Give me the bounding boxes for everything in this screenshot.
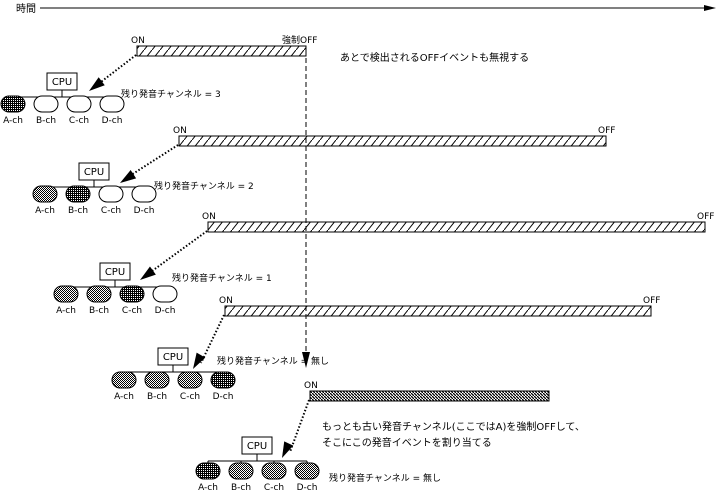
channel-label: B-ch — [147, 392, 167, 402]
note-event-bar — [309, 390, 550, 402]
channel-b-ch — [33, 95, 59, 113]
channel-c-ch — [66, 95, 92, 113]
note-ignore-off: あとで検出されるOFFイベントも無視する — [340, 51, 529, 64]
channel-label: A-ch — [3, 116, 23, 126]
note-on-label: ON — [131, 36, 145, 46]
time-axis: 時間 — [16, 3, 716, 15]
cpu-label: CPU — [247, 441, 267, 452]
note-on-label: ON — [219, 296, 233, 306]
channel-c-ch — [119, 285, 145, 303]
note-off-label: OFF — [697, 212, 714, 222]
channel-label: D-ch — [102, 116, 123, 126]
note-event-bar — [136, 45, 307, 57]
note-event-bar — [224, 305, 652, 317]
allocation-arrow-line — [127, 144, 179, 178]
channel-label: B-ch — [89, 306, 109, 316]
remaining-channels-text: 残り発音チャンネル = 無し — [217, 355, 329, 367]
channel-d-ch — [152, 285, 178, 303]
channel-label: C-ch — [122, 306, 142, 316]
channel-label: D-ch — [297, 483, 318, 493]
allocation-arrowhead-icon — [120, 170, 137, 183]
allocation-arrow-line — [147, 230, 208, 275]
allocation-arrowhead-icon — [140, 266, 156, 280]
channel-b-ch — [86, 285, 112, 303]
cpu-label: CPU — [52, 77, 72, 88]
time-axis-arrowhead-icon — [704, 5, 716, 11]
channel-b-ch — [65, 185, 91, 203]
note-off-label: OFF — [598, 126, 615, 136]
cpu-label: CPU — [84, 167, 104, 178]
channel-b-ch — [144, 371, 170, 389]
allocation-arrow-line — [289, 399, 310, 453]
channel-c-ch — [98, 185, 124, 203]
note-off-label: OFF — [643, 296, 660, 306]
time-axis-label: 時間 — [16, 3, 36, 15]
channel-label: C-ch — [180, 392, 200, 402]
channel-a-ch — [53, 285, 79, 303]
channel-label: B-ch — [231, 483, 251, 493]
note-event-bar — [178, 135, 607, 147]
allocation-arrow-line — [96, 54, 137, 86]
stage-1: ON 強制OFF CPU A-ch B-ch C-ch D-ch 残り発音チャンネル = 3 — [0, 34, 317, 126]
remaining-channels-text: 残り発音チャンネル = 2 — [154, 180, 254, 192]
channel-d-ch — [294, 462, 320, 480]
channel-label: A-ch — [114, 392, 134, 402]
allocation-arrowhead-icon — [193, 352, 206, 369]
channel-d-ch — [131, 185, 157, 203]
channel-a-ch — [32, 185, 58, 203]
channel-label: C-ch — [264, 483, 284, 493]
channel-label: A-ch — [56, 306, 76, 316]
channel-d-ch — [99, 95, 125, 113]
channel-b-ch — [228, 462, 254, 480]
note-on-label: ON — [173, 126, 187, 136]
note-event-bar — [207, 221, 706, 233]
channel-label: D-ch — [155, 306, 176, 316]
forced-off-arrowhead-icon — [302, 352, 310, 368]
allocation-arrowhead-icon — [282, 441, 294, 458]
remaining-channels-text: 残り発音チャンネル = 無し — [329, 472, 441, 484]
note-steal-line2: そこにこの発音イベントを割り当てる — [322, 436, 492, 449]
stage-2: ON OFF CPU A-ch B-ch C-ch D-ch 残り発音チャンネル = 2 — [32, 126, 615, 216]
allocation-arrowhead-icon — [89, 77, 105, 91]
cpu-label: CPU — [163, 352, 183, 363]
channel-c-ch — [177, 371, 203, 389]
channel-label: C-ch — [69, 116, 89, 126]
remaining-channels-text: 残り発音チャンネル = 3 — [121, 88, 221, 100]
channel-d-ch — [210, 371, 236, 389]
channel-label: B-ch — [68, 206, 88, 216]
channel-label: D-ch — [213, 392, 234, 402]
channel-label: C-ch — [101, 206, 121, 216]
cpu-label: CPU — [105, 267, 125, 278]
channel-label: A-ch — [35, 206, 55, 216]
stage-5: ON CPU A-ch B-ch C-ch D-ch 残り発音チャンネル = 無し — [195, 381, 550, 493]
remaining-channels-text: 残り発音チャンネル = 1 — [172, 272, 272, 284]
channel-c-ch — [261, 462, 287, 480]
channel-a-ch — [0, 95, 26, 113]
channel-label: A-ch — [198, 483, 218, 493]
channel-label: D-ch — [134, 206, 155, 216]
note-steal-line1: もっとも古い発音チャンネル(ここではA)を強制OFFして、 — [322, 420, 585, 433]
channel-a-ch — [111, 371, 137, 389]
note-on-label: ON — [304, 381, 318, 391]
channel-a-ch — [195, 462, 221, 480]
channel-label: B-ch — [36, 116, 56, 126]
stage-3: ON OFF CPU A-ch B-ch C-ch D-ch 残り発音チャンネル = 1 — [53, 212, 714, 316]
note-off-label: 強制OFF — [282, 34, 317, 46]
note-on-label: ON — [202, 212, 216, 222]
allocation-arrow-line — [200, 314, 225, 364]
